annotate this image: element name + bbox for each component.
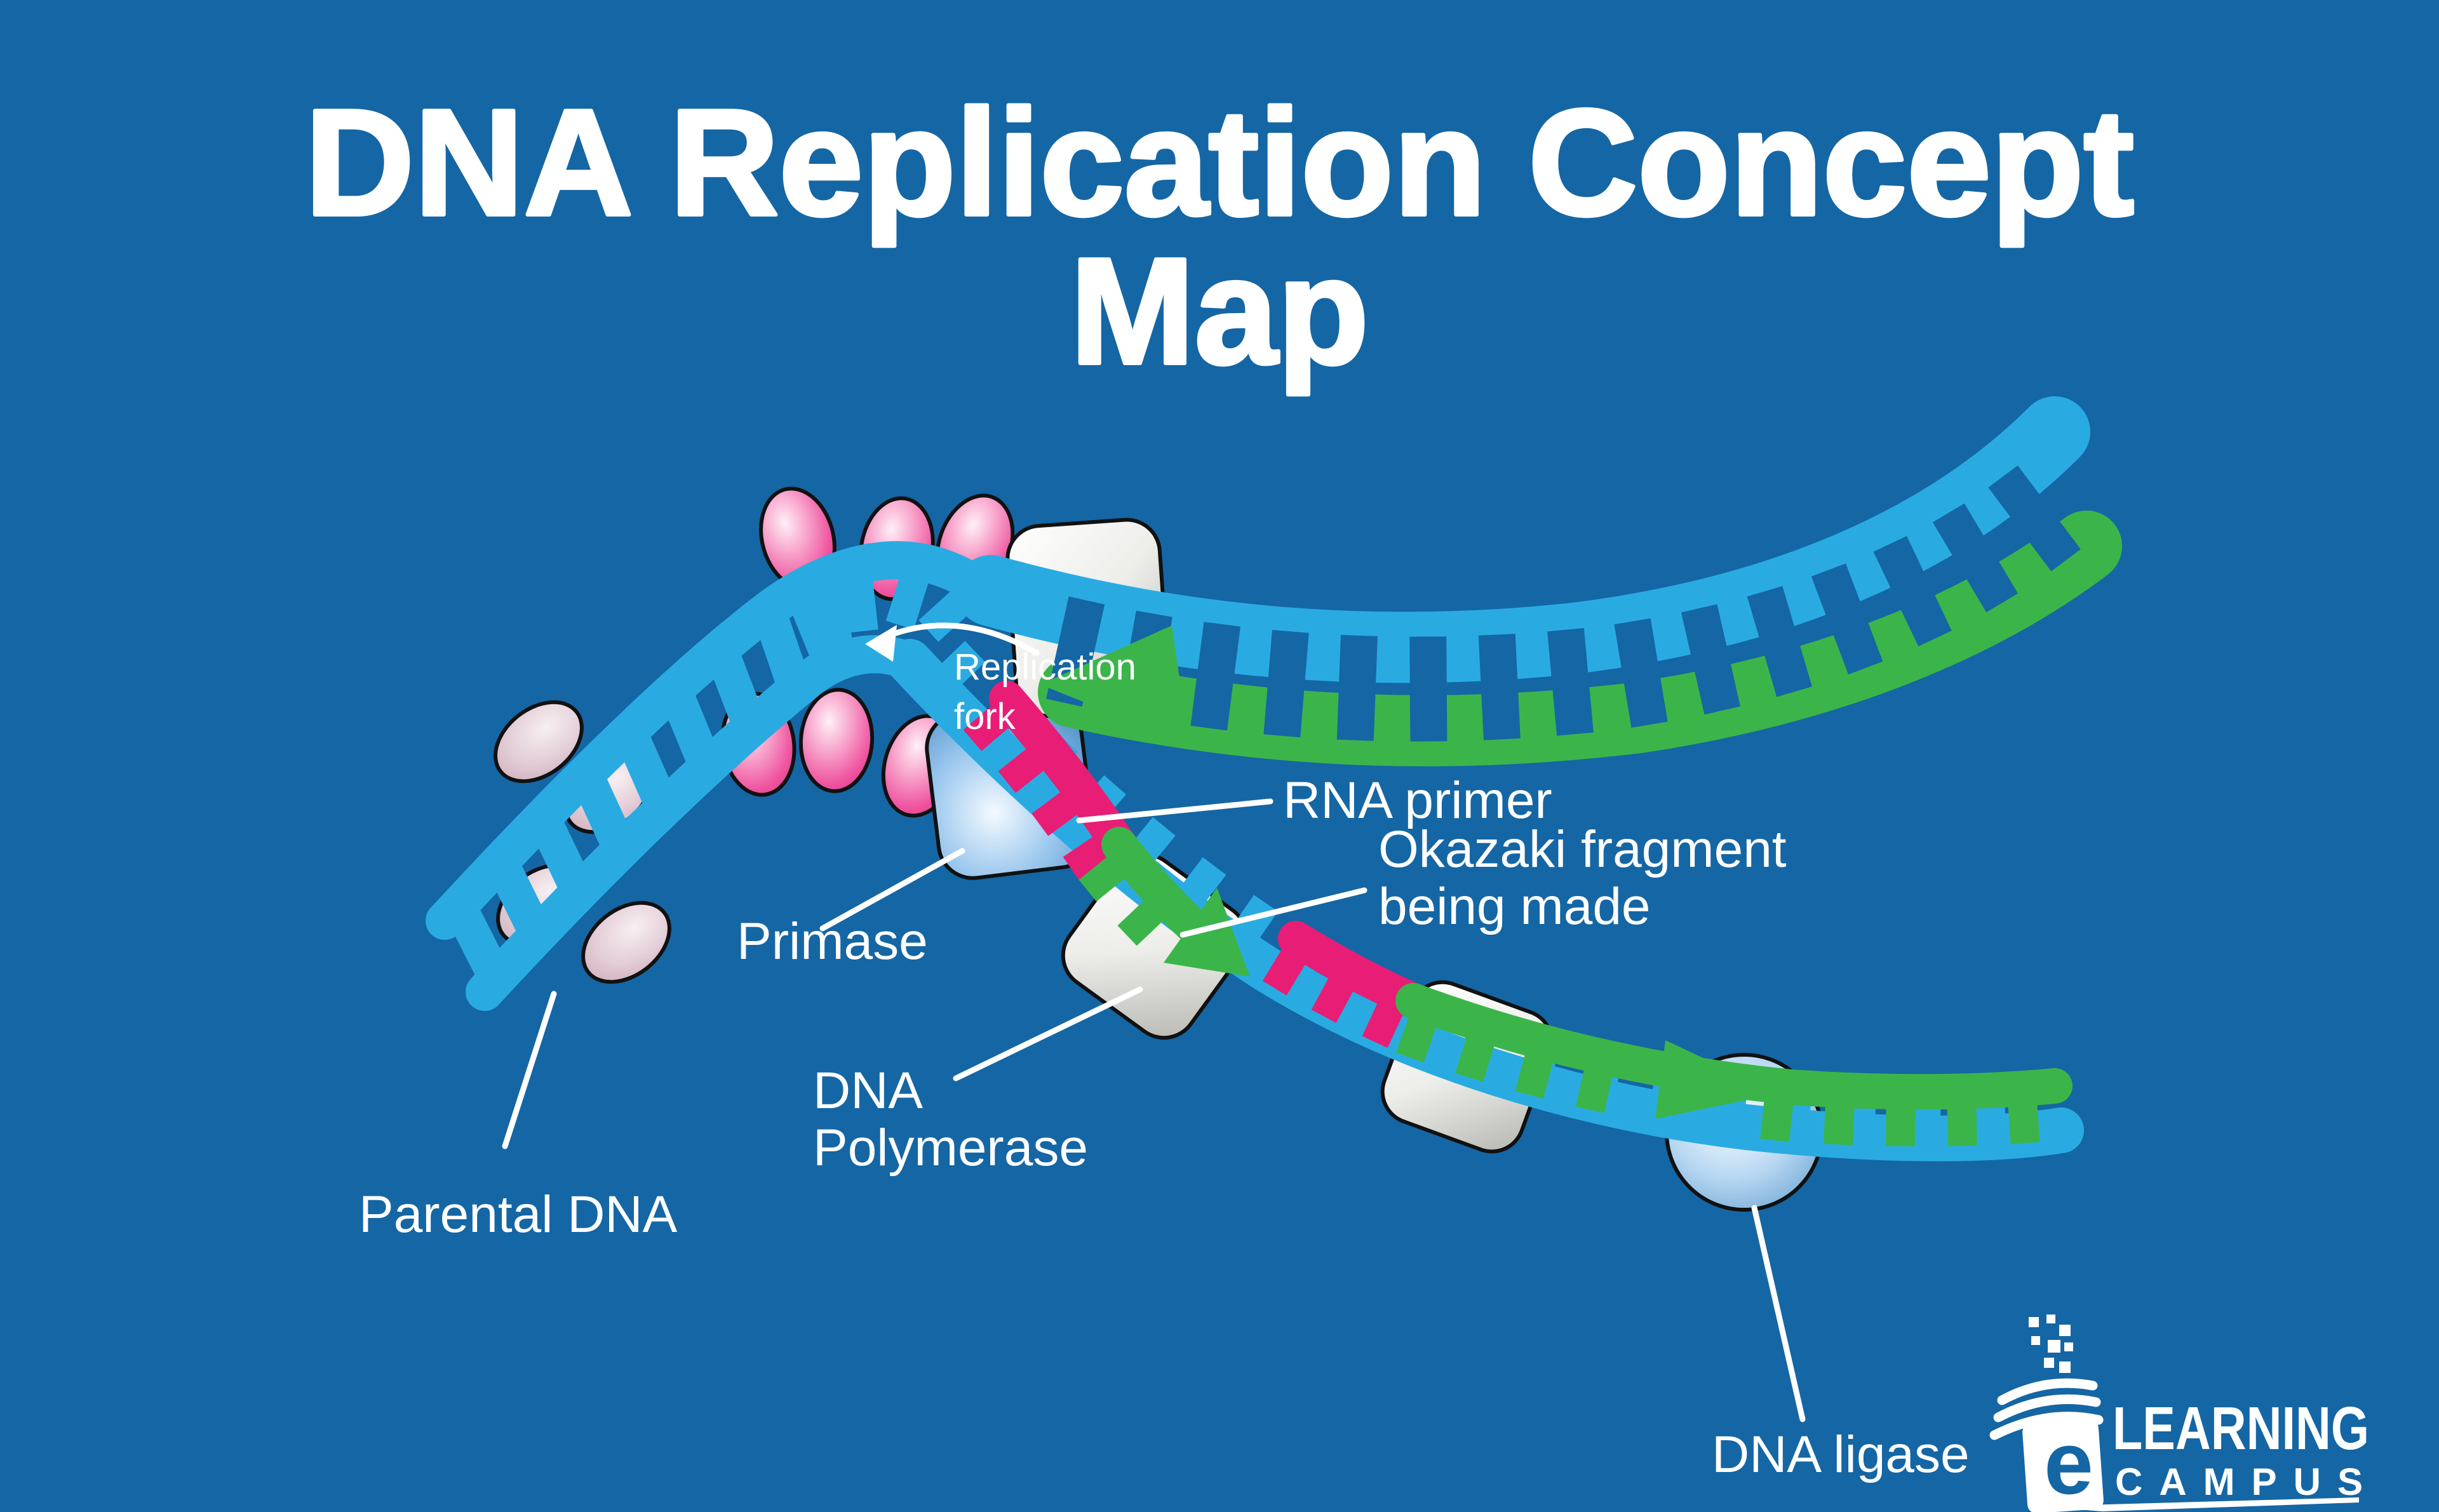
dna-polymerase-leader-line <box>953 986 1143 1081</box>
base-pair-tooth <box>2008 1102 2040 1144</box>
okazaki-fragment-1-arrow-icon <box>1164 888 1250 977</box>
base-pair-tooth <box>1988 465 2081 572</box>
base-pair-tooth <box>790 598 837 657</box>
base-pair-tooth <box>1190 622 1240 731</box>
base-pair-tooth <box>1824 1104 1855 1146</box>
replication-fork-arrowhead-icon <box>865 625 897 662</box>
okazaki-fragment-2 <box>1395 983 2073 1110</box>
base-pair-tooth <box>437 885 518 998</box>
base-pair-tooth <box>1575 1068 1613 1113</box>
base-pair-tooth <box>565 754 642 869</box>
okazaki-fragment-1-teeth <box>1078 855 1165 946</box>
leading-strand-direction-arrow-icon <box>1040 626 1189 744</box>
logo-learning-text: LEARNING <box>2113 1395 2369 1462</box>
rna-primer-1-teeth <box>963 705 1111 880</box>
pale-protein-blob <box>494 700 584 784</box>
pink-blob-icon <box>798 688 875 793</box>
base-pair-tooth <box>1031 791 1079 836</box>
primase-label: Primase <box>737 913 928 970</box>
base-pair-tooth <box>1747 585 1812 697</box>
pixel-squares-icon <box>2029 1315 2073 1373</box>
base-pair-tooth <box>1873 536 1952 646</box>
base-pair-tooth <box>998 747 1045 793</box>
rna-primer-leader-line <box>1076 798 1273 824</box>
rna-primer-2-teeth <box>1262 948 1404 1048</box>
base-pair-tooth <box>700 631 772 746</box>
base-pair-tooth <box>1760 1099 1794 1142</box>
okazaki-fragment-2-arrow-icon <box>1655 1040 1778 1119</box>
base-pair-tooth <box>885 572 929 630</box>
parental-dna-leader-line <box>502 991 557 1149</box>
replication-fork-label-line2: fork <box>954 696 1016 737</box>
okazaki-fragment-2-teeth <box>1395 1015 2040 1147</box>
okazaki-label-line1: Okazaki fragment <box>1378 820 1787 878</box>
pale-protein-blob <box>581 900 671 984</box>
okazaki-leader-line <box>1179 887 1367 938</box>
rna-primer-label: RNA primer <box>1283 772 1552 829</box>
base-pair-tooth <box>1117 899 1165 946</box>
parental-dna-label: Parental DNA <box>359 1186 678 1243</box>
base-pair-tooth <box>479 841 558 955</box>
logo-e-letter: e <box>2044 1413 2093 1512</box>
base-pair-tooth <box>1885 1106 1916 1147</box>
parental-base-pair-rungs <box>437 559 856 998</box>
base-pair-tooth <box>1947 1106 1977 1147</box>
base-pair-tooth <box>1078 855 1126 902</box>
base-pair-tooth <box>748 592 816 707</box>
base-pair-tooth <box>1811 563 1883 675</box>
base-pair-tooth <box>843 579 878 633</box>
base-pair-tooth <box>608 713 685 827</box>
base-pair-tooth <box>654 671 727 786</box>
base-pair-tooth <box>963 705 1011 751</box>
base-pair-tooth <box>1455 1035 1495 1082</box>
okazaki-label-line2: being made <box>1378 878 1651 935</box>
dna-ligase-label: DNA ligase <box>1712 1426 1970 1483</box>
dna-polymerase-label-line1: DNA <box>813 1062 923 1120</box>
base-pair-tooth <box>1336 634 1378 741</box>
base-pair-tooth <box>1311 976 1354 1023</box>
rna-primer-1 <box>989 681 1137 862</box>
primase-leader-line <box>819 848 965 932</box>
base-pair-tooth <box>1681 604 1741 715</box>
base-pair-tooth <box>521 798 600 911</box>
base-pair-tooth <box>1932 503 2019 613</box>
base-pair-tooth <box>1362 1001 1404 1048</box>
page-title-line2: Map <box>1070 227 1369 396</box>
base-pair-tooth <box>1409 636 1448 742</box>
open-book-icon: e <box>1989 1378 2359 1512</box>
base-pair-tooth <box>1478 633 1521 740</box>
base-pair-tooth <box>1179 857 1226 907</box>
page-title-line1: DNA Replication Concept <box>305 79 2134 247</box>
base-pair-tooth <box>1515 1053 1554 1099</box>
replication-fork-label-line1: Replication <box>954 646 1136 688</box>
base-pair-tooth <box>1395 1015 1437 1063</box>
base-pair-tooth <box>1547 628 1594 736</box>
base-pair-tooth <box>936 641 986 690</box>
dna-polymerase-label-line2: Polymerase <box>813 1119 1088 1177</box>
base-pair-tooth <box>1063 835 1111 880</box>
base-pair-tooth <box>1262 948 1307 996</box>
dna-ligase-leader-line <box>1751 1205 1806 1422</box>
base-pair-tooth <box>1614 618 1668 728</box>
base-pair-tooth <box>1263 629 1309 738</box>
